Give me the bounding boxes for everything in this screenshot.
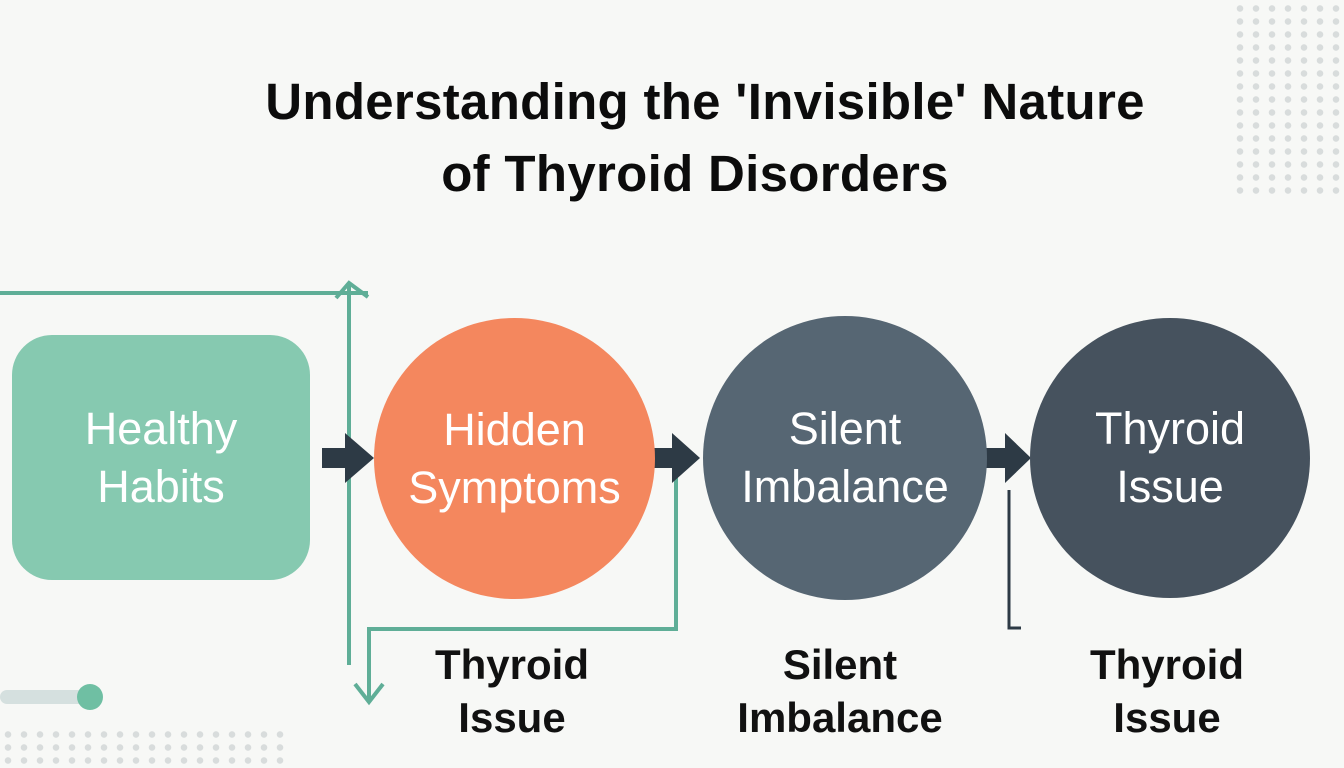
arrowhead-up-icon [334,280,370,300]
bracket-line [1007,490,1021,630]
page-title-line2: of Thyroid Disorders [441,145,949,202]
node-text: Issue [1116,461,1224,512]
caption-text: Thyroid [1090,641,1244,688]
node-text: Habits [97,460,225,512]
node-text: Silent [788,403,902,454]
feedback-line-bottom [367,470,678,700]
caption-text: Silent [782,641,898,688]
arrowhead-down-icon [353,682,385,706]
page-title-line1: Understanding the 'Invisible' Nature [265,73,1145,130]
arrow-right-icon [986,433,1031,483]
caption-text: Imbalance [737,694,943,741]
node-text: Healthy [84,402,238,454]
arrow-right-icon [654,433,700,483]
caption-text: Thyroid [435,641,589,688]
node-text: Symptoms [408,461,621,513]
progress-knob [77,684,103,710]
arrow-right-icon [322,433,374,483]
node-text: Imbalance [741,461,949,512]
node-text: Thyroid [1094,403,1246,454]
caption-text: Issue [458,694,566,741]
dot-pattern-top-right [1232,2,1344,194]
node-text: Hidden [443,403,586,455]
progress-track [0,690,92,704]
caption-text: Issue [1113,694,1221,741]
dot-pattern-bottom-left [0,728,285,768]
